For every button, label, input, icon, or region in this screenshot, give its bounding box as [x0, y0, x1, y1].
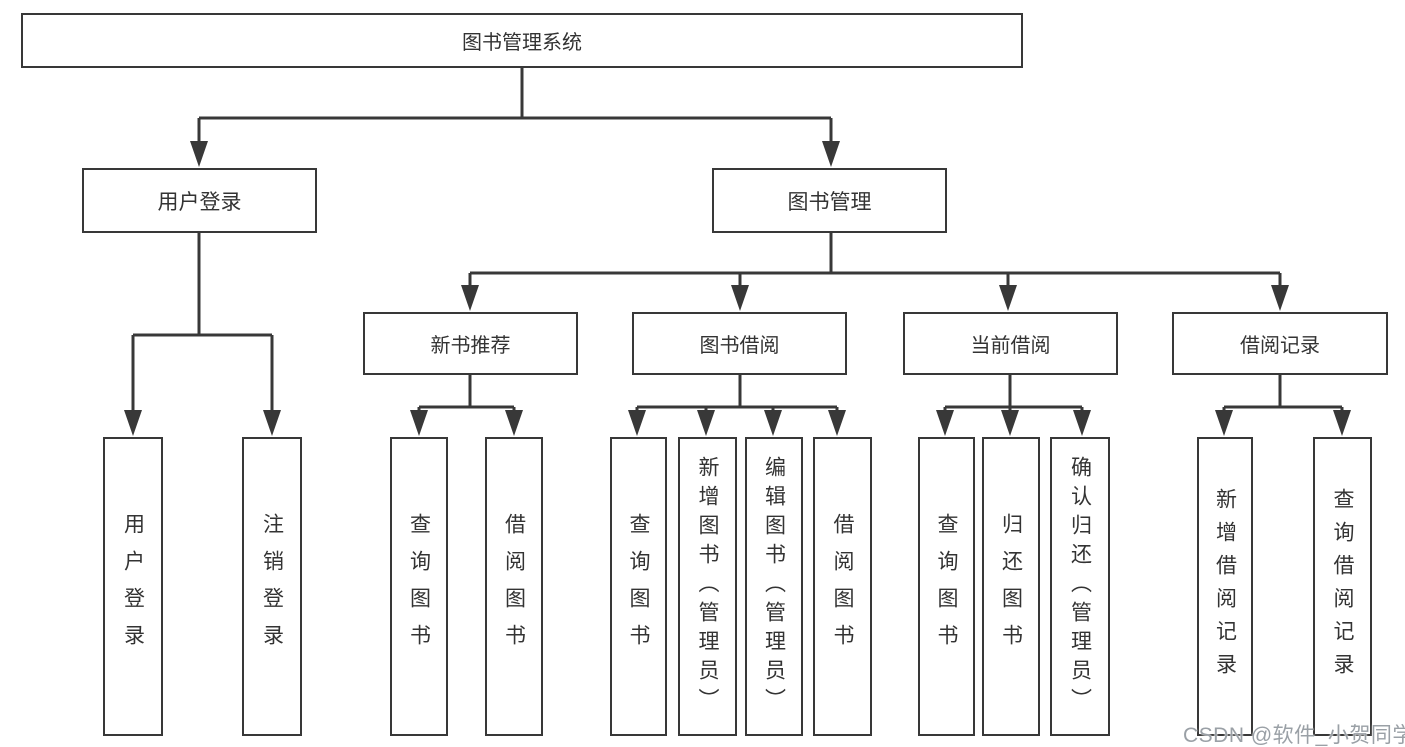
- leaf-label: 用户登录: [121, 512, 145, 661]
- node-borrow-records: 借阅记录: [1172, 312, 1388, 375]
- csdn-watermark: CSDN @软件_小贺同学: [1183, 724, 1405, 747]
- node-leaf-borrow-books-2: 借阅图书: [813, 437, 872, 736]
- node-leaf-logout: 注销登录: [242, 437, 302, 736]
- leaf-label: 注销登录: [260, 512, 284, 661]
- leaf-label: 确认归还（管理员）: [1068, 456, 1092, 717]
- node-leaf-return-books: 归还图书: [982, 437, 1040, 736]
- node-book-management-branch: 图书管理: [712, 168, 947, 233]
- node-leaf-edit-books-admin: 编辑图书（管理员）: [745, 437, 803, 736]
- leaf-label: 查询图书: [627, 512, 650, 661]
- node-leaf-borrow-books-1: 借阅图书: [485, 437, 543, 736]
- node-leaf-user-login: 用户登录: [103, 437, 163, 736]
- leaf-label: 新增借阅记录: [1213, 487, 1237, 686]
- node-leaf-query-books-2: 查询图书: [610, 437, 667, 736]
- leaf-label: 借阅图书: [502, 512, 526, 661]
- node-new-book-recommend: 新书推荐: [363, 312, 578, 375]
- leaf-label: 查询借阅记录: [1331, 487, 1354, 686]
- leaf-label: 查询图书: [935, 512, 958, 661]
- leaf-label: 归还图书: [999, 512, 1023, 661]
- node-book-borrowing: 图书借阅: [632, 312, 847, 375]
- node-leaf-add-borrow-record: 新增借阅记录: [1197, 437, 1253, 736]
- leaf-label: 借阅图书: [831, 512, 854, 661]
- node-leaf-query-borrow-record: 查询借阅记录: [1313, 437, 1372, 736]
- node-leaf-add-books-admin: 新增图书（管理员）: [678, 437, 737, 736]
- node-leaf-confirm-return-admin: 确认归还（管理员）: [1050, 437, 1110, 736]
- node-leaf-query-books-3: 查询图书: [918, 437, 975, 736]
- node-user-login-branch: 用户登录: [82, 168, 317, 233]
- leaf-label: 编辑图书（管理员）: [762, 456, 786, 717]
- leaf-label: 查询图书: [407, 512, 431, 661]
- node-root-library-system: 图书管理系统: [21, 13, 1023, 68]
- node-leaf-query-books-1: 查询图书: [390, 437, 448, 736]
- node-current-borrowing: 当前借阅: [903, 312, 1118, 375]
- leaf-label: 新增图书（管理员）: [696, 456, 719, 717]
